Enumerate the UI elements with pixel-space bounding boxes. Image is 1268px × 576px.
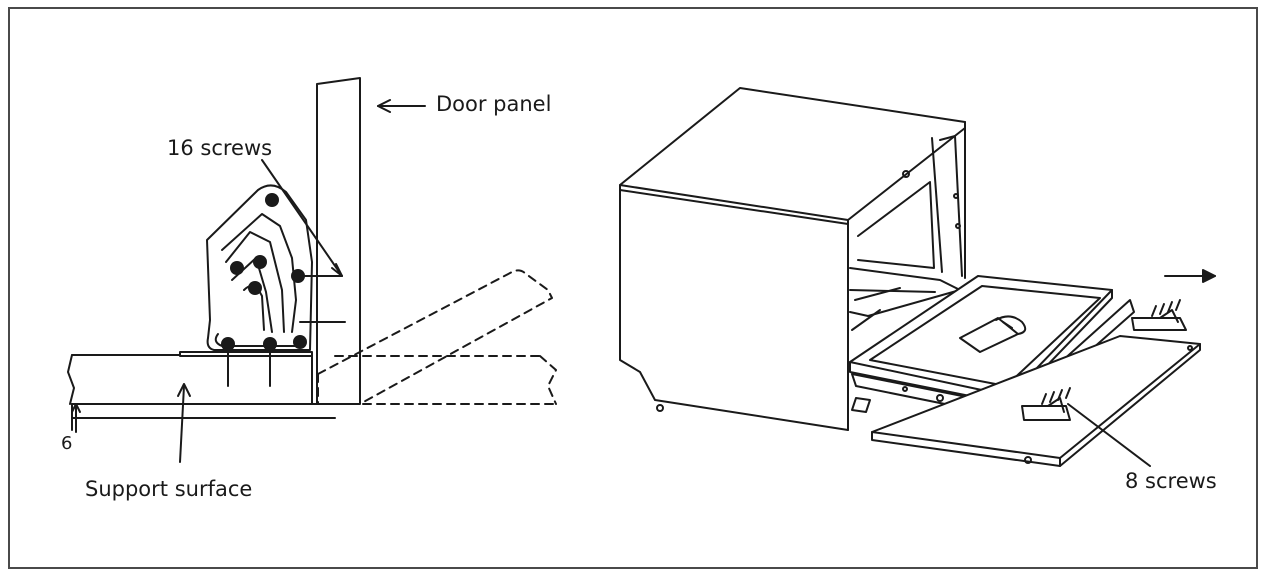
support-arrow [177, 383, 191, 463]
dishwasher-door-inner [849, 275, 1113, 405]
small-screws [1041, 299, 1181, 405]
screw-shafts [227, 351, 271, 387]
door-panel-arrow [377, 99, 426, 113]
dishwasher-body [619, 87, 966, 431]
figure-frame [8, 7, 1258, 569]
hinge-mounting-plate [179, 351, 313, 357]
dimension-mark [71, 403, 81, 433]
support-surface-label: Support surface [85, 477, 253, 501]
decor-door-panel [871, 335, 1201, 467]
dimension-label: 6 [61, 433, 73, 454]
screw-dots [221, 193, 307, 351]
leader-16-screws [261, 159, 343, 277]
hinge-brackets-right [1021, 309, 1187, 421]
open-door-dashed [317, 269, 557, 405]
leader-8-screws [1067, 403, 1151, 467]
door-panel-label: Door panel [436, 92, 552, 116]
cabinet-board [67, 354, 336, 419]
screws-8-label: 8 screws [1125, 469, 1217, 493]
pull-direction-arrow [1164, 269, 1216, 283]
screws-16-label: 16 screws [167, 136, 273, 160]
